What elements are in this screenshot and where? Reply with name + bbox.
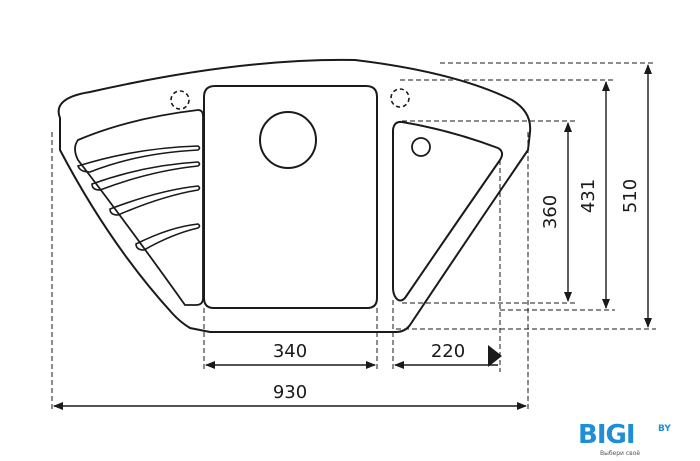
- dim-label-360: 360: [540, 195, 561, 229]
- drainer-ribs: [76, 145, 201, 251]
- dim-label-510: 510: [620, 179, 641, 213]
- secondary-bowl: [392, 120, 504, 302]
- drainer-rib: [91, 161, 201, 191]
- drainer-plate-left: [74, 109, 204, 306]
- drainer-rib: [76, 145, 201, 173]
- dim-220-arrowhead-icon: [488, 345, 502, 367]
- logo-tagline: Выбери своё: [600, 450, 641, 457]
- dim-label-930: 930: [273, 382, 307, 403]
- dim-label-340: 340: [273, 341, 307, 362]
- brand-logo: BIGI BY Выбери своё: [578, 420, 698, 460]
- main-bowl: [203, 85, 378, 309]
- dimension-lines: [53, 64, 652, 410]
- logo-wordmark: BIGI: [578, 420, 636, 450]
- dim-label-431: 431: [578, 179, 599, 213]
- drainer-rib: [135, 223, 201, 251]
- main-drain-icon: [259, 111, 317, 169]
- sink-outline: [57, 58, 532, 333]
- dim-label-220: 220: [431, 341, 465, 362]
- secondary-drain-icon: [411, 137, 431, 157]
- logo-suffix: BY: [658, 424, 671, 434]
- faucet-hole-left-icon: [170, 90, 190, 110]
- drainer-rib: [109, 185, 201, 216]
- faucet-hole-right-icon: [390, 88, 410, 108]
- extension-lines: [51, 62, 656, 412]
